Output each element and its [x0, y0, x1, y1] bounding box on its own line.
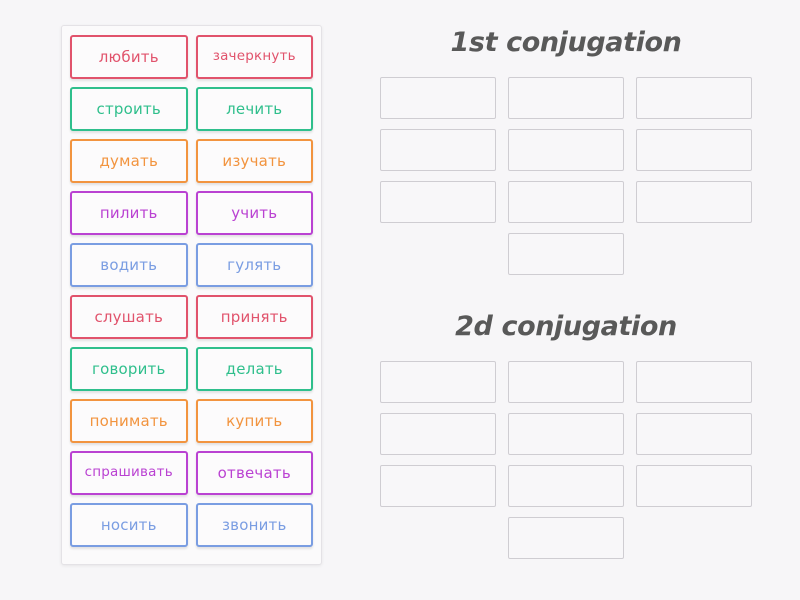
word-card[interactable]: учить: [195, 191, 313, 235]
drop-slot[interactable]: [380, 129, 496, 171]
drop-slot[interactable]: [636, 361, 752, 403]
group-title-1: 1st conjugation: [450, 27, 682, 58]
word-card[interactable]: строить: [70, 87, 188, 131]
word-tray-panel: любить зачеркнуть строить лечить думать изуча…: [61, 25, 322, 565]
group-2d-conjugation: 2d conjugation: [340, 310, 792, 559]
group-title-2: 2d conjugation: [455, 311, 677, 342]
word-card-label: понимать: [89, 411, 168, 430]
drop-slot[interactable]: [636, 413, 752, 455]
word-card[interactable]: купить: [195, 399, 313, 443]
drop-slot[interactable]: [508, 129, 624, 171]
word-card-label: любить: [98, 47, 159, 66]
word-card-label: учить: [231, 203, 278, 222]
word-card[interactable]: гулять: [195, 243, 313, 287]
drop-slot[interactable]: [508, 517, 624, 559]
word-card[interactable]: слушать: [70, 295, 188, 339]
word-card-label: зачеркнуть: [212, 48, 296, 65]
word-card-label: слушать: [94, 307, 164, 326]
drop-slot[interactable]: [380, 361, 496, 403]
group-1st-conjugation: 1st conjugation: [340, 26, 792, 275]
word-card-label: звонить: [221, 515, 287, 534]
word-card-label: думать: [99, 151, 159, 170]
drop-slot[interactable]: [380, 413, 496, 455]
word-card-label: носить: [100, 515, 157, 534]
word-card[interactable]: говорить: [70, 347, 188, 391]
drop-slot[interactable]: [380, 77, 496, 119]
word-card-label: лечить: [226, 99, 283, 118]
word-card[interactable]: понимать: [70, 399, 188, 443]
word-card[interactable]: отвечать: [195, 451, 313, 495]
word-card-label: купить: [226, 411, 283, 430]
word-card[interactable]: водить: [70, 243, 188, 287]
drop-slot-grid-2: [340, 361, 792, 559]
word-card[interactable]: думать: [70, 139, 188, 183]
word-card[interactable]: звонить: [195, 503, 313, 547]
word-card[interactable]: изучать: [195, 139, 313, 183]
word-card[interactable]: зачеркнуть: [195, 35, 313, 79]
drop-slot[interactable]: [508, 77, 624, 119]
word-card-label: гулять: [227, 255, 282, 274]
word-card[interactable]: спрашивать: [70, 451, 188, 495]
word-card[interactable]: носить: [70, 503, 188, 547]
drop-slot[interactable]: [636, 465, 752, 507]
word-card[interactable]: лечить: [195, 87, 313, 131]
drop-slot[interactable]: [508, 361, 624, 403]
word-card-grid: любить зачеркнуть строить лечить думать изуча…: [70, 35, 313, 547]
word-card-label: говорить: [91, 359, 166, 378]
word-card[interactable]: делать: [195, 347, 313, 391]
word-card-label: отвечать: [217, 463, 291, 482]
drop-slot[interactable]: [636, 77, 752, 119]
drop-slot[interactable]: [508, 233, 624, 275]
drop-slot[interactable]: [380, 465, 496, 507]
drop-slot[interactable]: [380, 181, 496, 223]
drop-slot-grid-1: [340, 77, 792, 275]
word-card-label: делать: [225, 359, 283, 378]
word-card[interactable]: принять: [195, 295, 313, 339]
word-card-label: пилить: [99, 203, 158, 222]
drop-slot[interactable]: [508, 413, 624, 455]
word-card-label: строить: [96, 99, 161, 118]
drop-slot[interactable]: [636, 129, 752, 171]
drop-slot[interactable]: [508, 181, 624, 223]
drop-slot[interactable]: [636, 181, 752, 223]
word-card[interactable]: пилить: [70, 191, 188, 235]
word-card-label: спрашивать: [84, 464, 173, 481]
sorting-board: 1st conjugation 2d conjugation: [340, 18, 792, 584]
drop-slot[interactable]: [508, 465, 624, 507]
word-card-label: водить: [100, 255, 158, 274]
word-card-label: изучать: [222, 151, 287, 170]
word-card[interactable]: любить: [70, 35, 188, 79]
word-card-label: принять: [220, 307, 288, 326]
